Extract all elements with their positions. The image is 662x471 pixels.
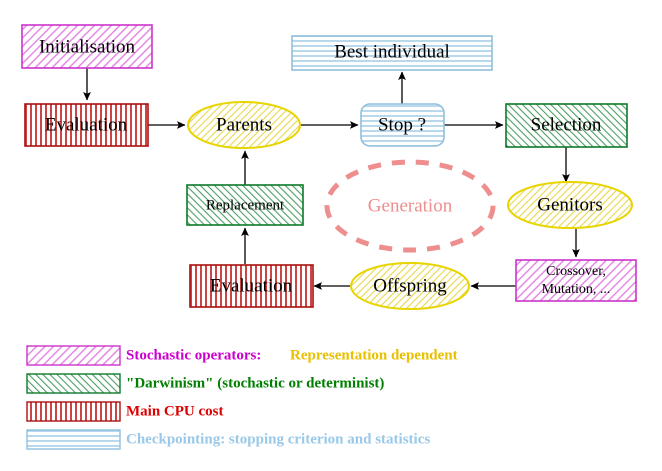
- node-initialisation[interactable]: Initialisation: [21, 24, 153, 69]
- legend-row-checkpointing: Checkpointing: stopping criterion and st…: [26, 429, 430, 450]
- node-replacement[interactable]: Replacement: [186, 184, 304, 226]
- node-genitors[interactable]: Genitors: [507, 181, 633, 229]
- legend-label-representation-dependent: Representation dependent: [290, 347, 458, 363]
- node-parents-label: Parents: [216, 114, 272, 135]
- node-generation-label: Generation: [368, 195, 453, 216]
- node-selection[interactable]: Selection: [505, 103, 628, 148]
- node-crossover-mutation[interactable]: Crossover, Mutation, ...: [515, 259, 637, 302]
- legend-swatch-red-vertical: [26, 401, 121, 422]
- legend-row-stochastic-operators: Stochastic operators: Representation dep…: [26, 345, 458, 366]
- legend-label-stochastic-operators: Stochastic operators:: [126, 347, 261, 363]
- node-best-individual[interactable]: Best individual: [291, 35, 493, 71]
- node-offspring[interactable]: Offspring: [350, 262, 470, 310]
- legend-label-checkpointing: Checkpointing: stopping criterion and st…: [126, 431, 430, 447]
- node-generation-group: Generation: [324, 159, 496, 253]
- node-evaluation-bottom-label: Evaluation: [210, 275, 293, 296]
- legend-row-main-cpu-cost: Main CPU cost: [26, 401, 224, 422]
- node-selection-label: Selection: [531, 114, 602, 135]
- node-stop-label: Stop ?: [378, 114, 426, 135]
- node-genitors-label: Genitors: [537, 194, 602, 215]
- legend-label-darwinism: "Darwinism" (stochastic or determinist): [126, 375, 384, 391]
- node-crossover-label-line1: Crossover,: [546, 264, 606, 279]
- node-evaluation-top-label: Evaluation: [45, 114, 128, 135]
- node-stop[interactable]: Stop ?: [360, 103, 445, 147]
- legend-swatch-blue-horizontal: [26, 429, 121, 450]
- legend-swatch-green-hatch: [26, 373, 121, 394]
- node-replacement-label: Replacement: [206, 197, 285, 213]
- node-parents[interactable]: Parents: [187, 101, 301, 149]
- legend-swatch-magenta-hatch: [26, 345, 121, 366]
- node-offspring-label: Offspring: [373, 275, 447, 296]
- edge-layer: [83, 68, 580, 290]
- legend-row-darwinism: "Darwinism" (stochastic or determinist): [26, 373, 384, 394]
- node-crossover-label-line2: Mutation, ...: [542, 282, 611, 297]
- legend: Stochastic operators: Representation dep…: [26, 345, 458, 450]
- node-evaluation-bottom[interactable]: Evaluation: [189, 264, 314, 308]
- node-evaluation-top[interactable]: Evaluation: [24, 103, 149, 147]
- legend-label-main-cpu-cost: Main CPU cost: [126, 403, 224, 419]
- node-initialisation-label: Initialisation: [39, 36, 136, 57]
- node-best-individual-label: Best individual: [334, 41, 450, 62]
